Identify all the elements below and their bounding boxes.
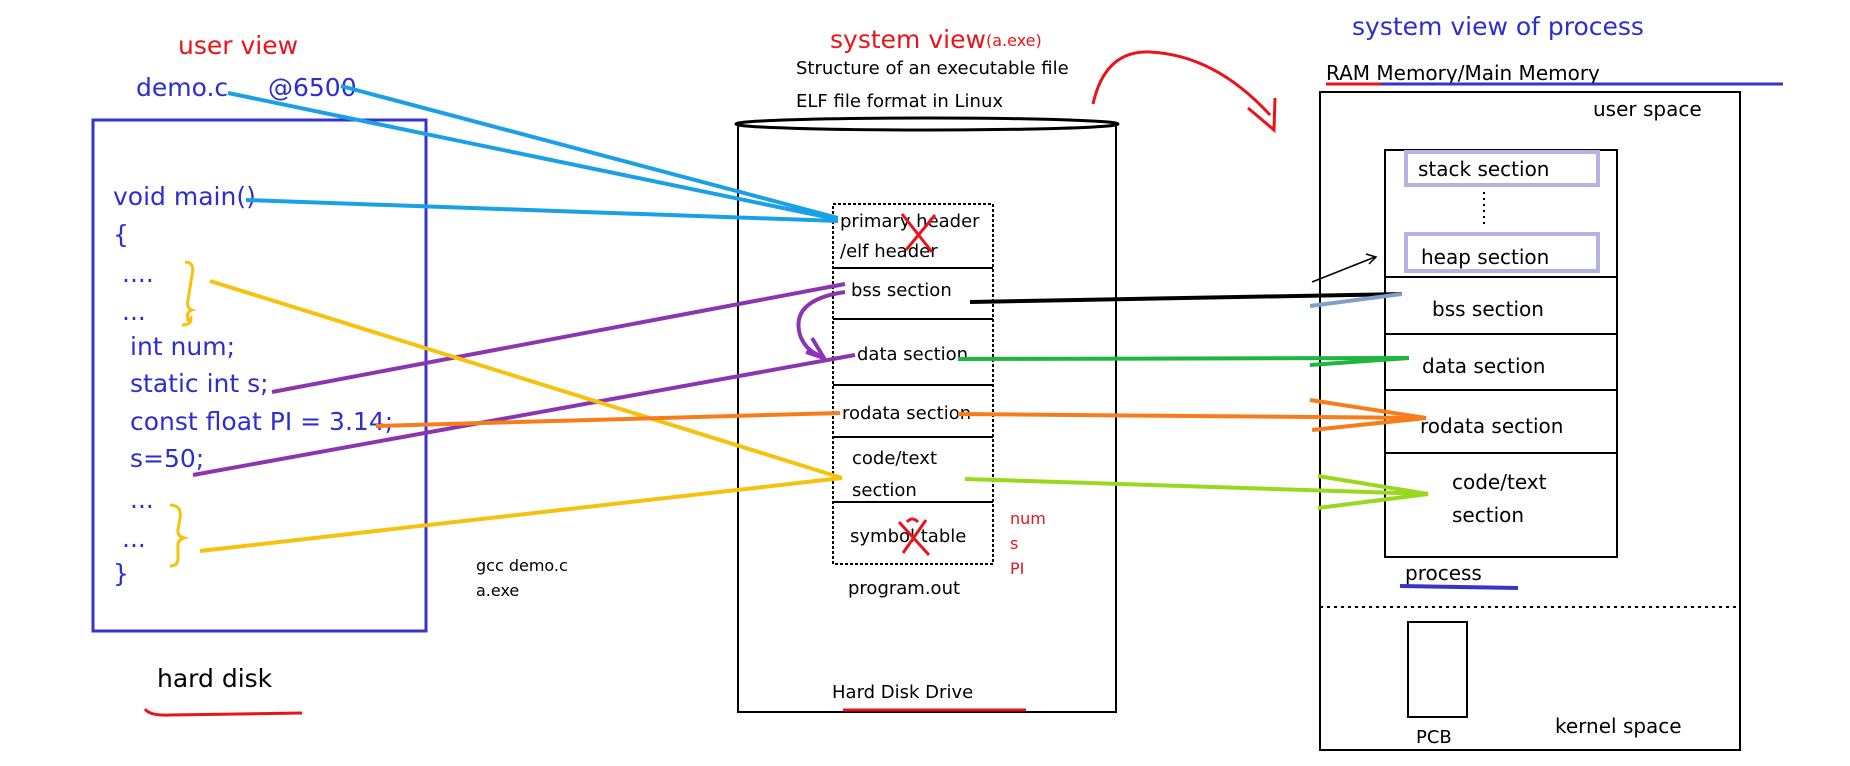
elf-primary-header: primary header: [840, 211, 980, 232]
elf-data-section: data section: [857, 344, 968, 365]
lime-links: [964, 474, 1429, 510]
code-line: {: [113, 220, 129, 249]
source-file-box: [91, 118, 428, 633]
kernel-space-label: kernel space: [1555, 714, 1682, 738]
ram-memory-label: RAM Memory/Main Memory: [1326, 61, 1600, 85]
curved-arrow-icon: [1091, 50, 1277, 134]
hard-disk-label: hard disk: [157, 664, 273, 693]
green-links: [957, 356, 1410, 367]
system-view-note: (a.exe): [986, 31, 1042, 50]
code-line: void main(): [113, 182, 256, 211]
exe-structure-subtitle: Structure of an executable file: [796, 58, 1069, 79]
heap-section-box: [1404, 232, 1600, 273]
program-out-label: program.out: [848, 578, 960, 599]
user-view-heading: user view: [178, 31, 298, 60]
ram-memory-box: [1319, 91, 1741, 751]
bss-link-end: [1309, 292, 1403, 308]
code-line: static int s;: [130, 369, 269, 398]
elf-header-line2: /elf header: [840, 241, 938, 262]
hard-disk-underline: [143, 708, 303, 717]
user-space-label: user space: [1593, 97, 1702, 121]
cyan-links: [227, 84, 839, 223]
pcb-box: [1407, 621, 1468, 718]
yellow-brace-top: [181, 260, 197, 327]
proc-code-section: code/text: [1452, 470, 1547, 494]
elf-bss-section: bss section: [851, 280, 952, 301]
elf-code-section: code/text: [852, 448, 937, 469]
process-view-heading: system view of process: [1352, 12, 1644, 41]
yellow-links: [199, 279, 843, 553]
symbol-note: num: [1010, 509, 1046, 528]
elf-format-subtitle: ELF file format in Linux: [796, 91, 1003, 112]
heap-section-label: heap section: [1421, 245, 1549, 269]
compile-output: a.exe: [476, 581, 519, 600]
hard-disk-drive-label: Hard Disk Drive: [832, 682, 973, 703]
heap-arrow-icon: [1311, 253, 1378, 283]
symbol-note: s: [1010, 534, 1018, 553]
proc-rodata-section: rodata section: [1420, 414, 1563, 438]
code-line: ...: [130, 485, 154, 514]
code-line: ...: [122, 297, 146, 326]
code-line: ...: [122, 524, 146, 553]
code-line: ....: [122, 259, 154, 288]
process-label: process: [1405, 561, 1482, 585]
stack-section-box: [1404, 150, 1600, 187]
yellow-brace-bottom: [169, 503, 190, 568]
elf-symbol-table: symbol table: [850, 526, 966, 547]
purple-links: [192, 282, 856, 477]
code-line: }: [113, 559, 129, 588]
code-line: int num;: [130, 332, 235, 361]
cross-mark-icon: [897, 517, 931, 557]
elf-section-table: [832, 203, 994, 565]
code-line: const float PI = 3.14;: [130, 407, 393, 436]
cross-mark-icon: [900, 213, 937, 253]
demo-filename: demo.c: [136, 73, 228, 102]
stack-section-label: stack section: [1418, 157, 1549, 181]
elf-code-section-line2: section: [852, 480, 917, 501]
pcb-label: PCB: [1416, 727, 1452, 748]
symbol-note: PI: [1010, 559, 1024, 578]
proc-code-section-line2: section: [1452, 503, 1524, 527]
hard-disk-drive: [734, 116, 1120, 713]
compile-command: gcc demo.c: [476, 556, 568, 575]
process-underline: [1399, 584, 1519, 590]
code-line: s=50;: [130, 444, 204, 473]
proc-bss-section: bss section: [1432, 297, 1544, 321]
proc-data-section: data section: [1422, 354, 1545, 378]
elf-rodata-section: rodata section: [842, 403, 971, 424]
orange-links: [375, 398, 1427, 432]
black-link: [969, 292, 1403, 304]
source-code: void main() { .... ... int num; static i…: [113, 182, 393, 588]
system-view-heading: system view: [830, 25, 986, 54]
